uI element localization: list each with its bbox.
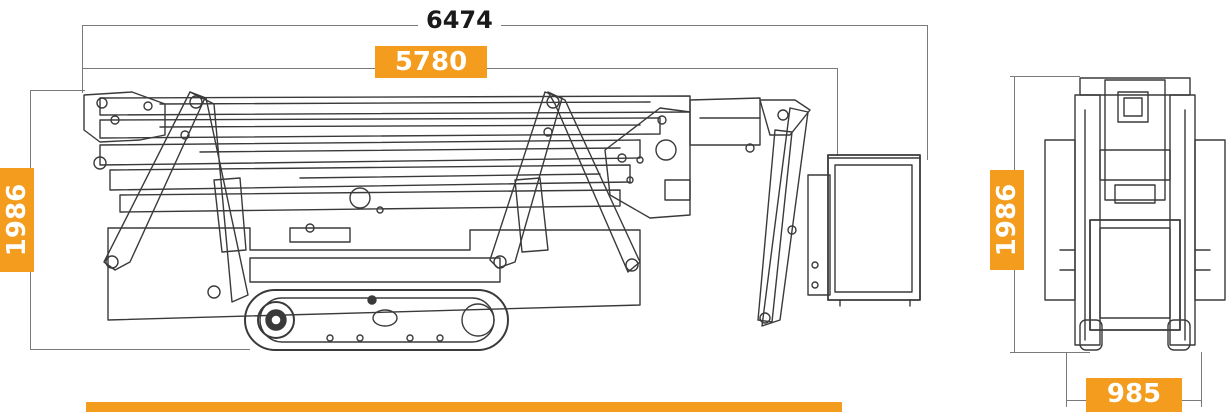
overall-length-label: 6474 <box>418 8 501 32</box>
side-view <box>83 91 921 351</box>
dim-tick-side-bottom <box>30 349 250 350</box>
dim-tick-overall-right <box>927 25 928 160</box>
dim-tick-width-right <box>1201 352 1202 407</box>
dim-tick-overall-left <box>82 25 83 93</box>
dim-tick-width-left <box>1066 352 1067 407</box>
dim-tick-front-top <box>1010 76 1080 77</box>
width-label: 985 <box>1086 378 1182 412</box>
bottom-accent-bar <box>86 402 842 412</box>
side-height-box <box>0 168 34 272</box>
front-height-box <box>990 170 1024 270</box>
stowed-length-label: 5780 <box>375 46 487 78</box>
dim-tick-stowed-right <box>837 68 838 156</box>
front-view <box>1044 77 1226 351</box>
dim-tick-side-top <box>30 90 85 91</box>
dim-line-overall-length <box>82 25 928 26</box>
dim-tick-front-bottom <box>1010 352 1090 353</box>
